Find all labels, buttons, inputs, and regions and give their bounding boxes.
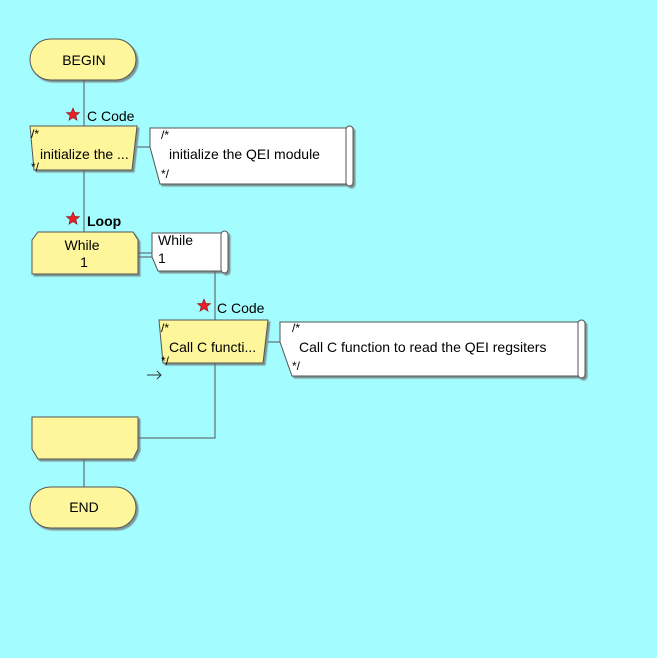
begin-node[interactable] — [29, 38, 137, 81]
insert-arrow-icon[interactable] — [147, 370, 162, 380]
end-label: END — [69, 499, 99, 515]
loop-start-label-line2: 1 — [80, 254, 88, 270]
loop-tag: Loop — [87, 213, 121, 229]
loop-end-node[interactable] — [31, 416, 139, 460]
connector-ccode2-loopend — [137, 363, 216, 439]
ccode2-comment-open: /* — [292, 321, 300, 335]
loop-comment-line1: While — [158, 232, 193, 248]
ccode1-open-mark: /* — [31, 127, 39, 141]
star-icon — [65, 107, 81, 121]
ccode2-label: Call C functi... — [169, 339, 256, 355]
ccode2-tag: C Code — [217, 300, 265, 316]
ccode1-comment-open: /* — [161, 128, 169, 142]
ccode1-close-mark: */ — [31, 160, 40, 174]
loop-start-node[interactable] — [31, 231, 139, 275]
ccode1-comment-text: initialize the QEI module — [169, 146, 320, 162]
ccode1-tag: C Code — [87, 108, 135, 124]
star-icon — [196, 298, 212, 312]
loop-comment[interactable] — [151, 230, 229, 274]
end-node[interactable] — [29, 486, 137, 529]
ccode1-label: initialize the ... — [40, 146, 129, 162]
ccode2-close-mark: */ — [161, 354, 170, 368]
ccode1-node[interactable] — [29, 125, 138, 171]
ccode2-comment-text: Call C function to read the QEI regsiter… — [299, 339, 546, 355]
loop-start-label-line1: While — [64, 237, 99, 253]
ccode2-node[interactable] — [158, 319, 269, 364]
ccode1-comment-close: */ — [161, 167, 170, 181]
ccode2-comment[interactable] — [279, 319, 586, 379]
ccode2-comment-close: */ — [292, 359, 301, 373]
ccode2-open-mark: /* — [161, 321, 169, 335]
star-icon — [65, 211, 81, 225]
begin-label: BEGIN — [62, 52, 106, 68]
loop-comment-line2: 1 — [158, 250, 166, 266]
ccode1-comment[interactable] — [149, 125, 354, 187]
